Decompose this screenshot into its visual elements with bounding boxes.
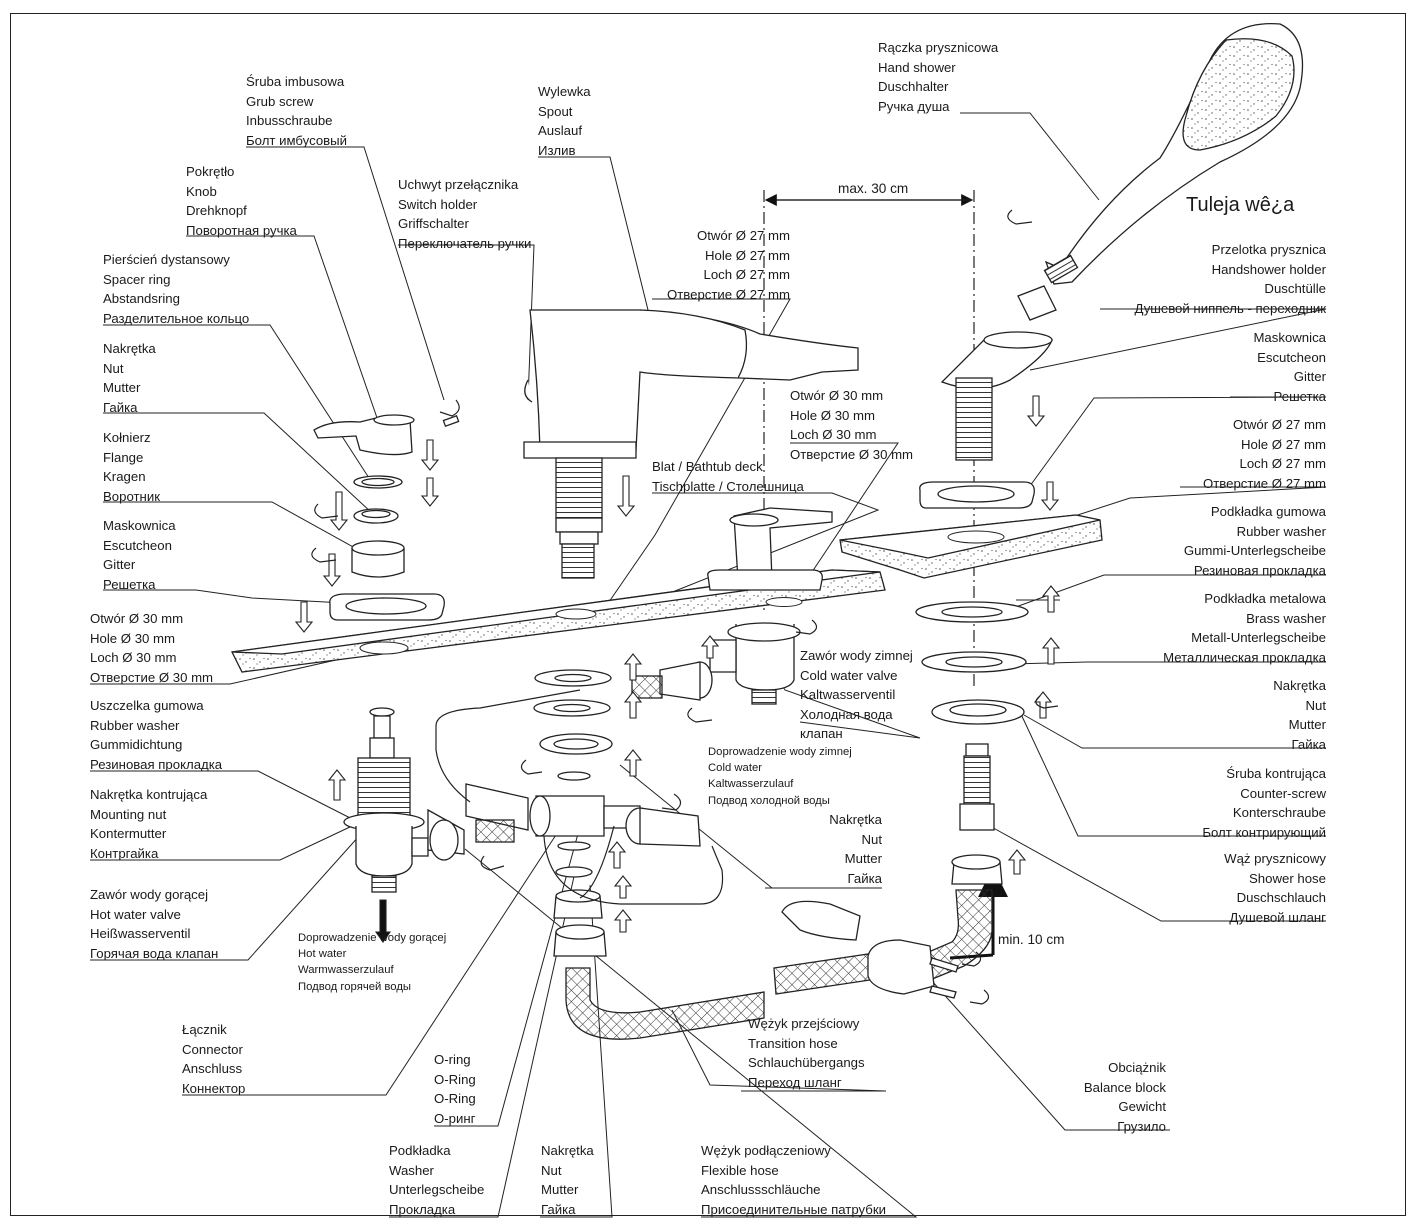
spout-assembly — [427, 309, 859, 957]
assembly-arrows — [294, 395, 1061, 943]
insert-title: Tuleja wê¿a — [1186, 194, 1295, 216]
bathtub-deck — [231, 569, 886, 673]
min-distance-label: min. 10 cm — [998, 932, 1065, 947]
connecting-pipes — [435, 689, 724, 905]
balance-block — [781, 900, 959, 999]
hot-valve-assembly — [313, 414, 460, 893]
shower-assembly — [915, 22, 1304, 885]
max-distance-label: max. 30 cm — [838, 181, 909, 196]
leader-lines — [90, 112, 1327, 1218]
cold-valve-assembly — [631, 507, 833, 705]
right-deck — [839, 514, 1103, 579]
rotation-arrows — [311, 209, 1059, 1005]
diagram-frame — [10, 13, 1406, 1216]
